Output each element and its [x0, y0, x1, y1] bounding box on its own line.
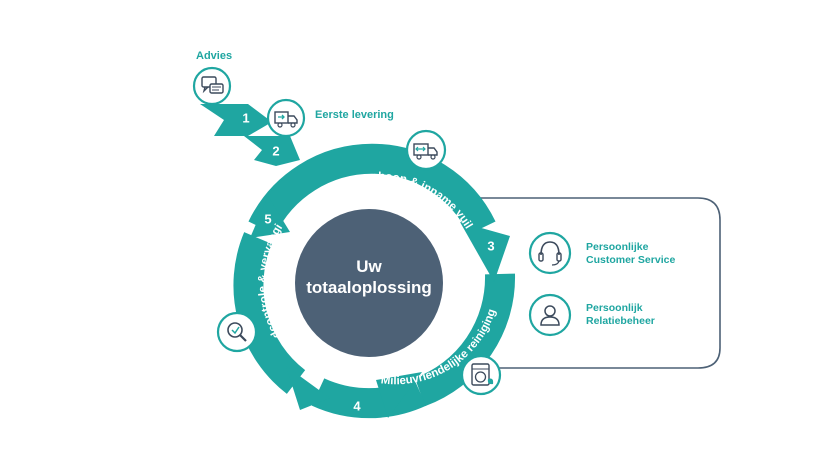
hub-title-line2: totaaloplossing	[306, 278, 432, 297]
inspection-icon	[216, 311, 258, 353]
ring-segment-bottom	[311, 378, 427, 419]
chat-icon	[192, 66, 232, 106]
delivery-truck-icon	[266, 98, 306, 138]
ring-arrowhead-4	[376, 372, 422, 418]
step-number-1: 1	[242, 111, 249, 126]
step-number-4: 4	[353, 399, 361, 414]
ring-segment-top	[248, 143, 496, 235]
ring-arrowhead-3	[460, 222, 510, 282]
service-1-line2: Customer Service	[586, 254, 675, 266]
ring-segment-right	[414, 273, 516, 407]
service-2-line1: Persoonlijk	[586, 302, 643, 314]
advies-arrow	[200, 104, 272, 136]
washing-machine-icon	[460, 354, 502, 396]
step-number-2: 2	[272, 144, 279, 159]
ring-segment-left	[233, 232, 306, 394]
headset-icon	[528, 231, 572, 275]
ring-arrowhead-5	[286, 366, 330, 410]
ring-arrowhead-top	[250, 196, 290, 238]
hub-title-line1: Uw	[356, 257, 382, 276]
service-1-line1: Persoonlijke	[586, 241, 649, 253]
step-number-5: 5	[264, 212, 271, 227]
eerste-levering-arrow	[244, 136, 300, 166]
advies-label: Advies	[196, 50, 232, 62]
step-number-3: 3	[487, 239, 494, 254]
hub-circle	[295, 209, 443, 357]
cycle-ring	[233, 143, 516, 419]
eerste-levering-label: Eerste levering	[315, 109, 394, 121]
services-panel	[470, 197, 721, 369]
person-icon	[528, 293, 572, 337]
service-2-line2: Relatiebeheer	[586, 315, 655, 327]
exchange-truck-icon	[405, 129, 447, 171]
